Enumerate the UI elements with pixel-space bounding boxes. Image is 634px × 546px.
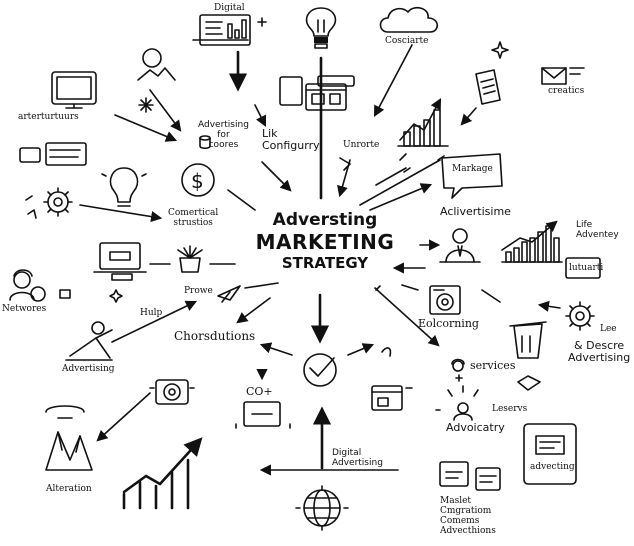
network-nodes-icon: [9, 269, 71, 302]
center-title-line2: MARKETING: [255, 230, 395, 254]
connector-window: [347, 343, 375, 356]
sparkle-icon: [109, 289, 123, 303]
growth-chart-icon: [397, 98, 449, 147]
label-advoicatry: Advoicatry: [446, 421, 505, 434]
connector-sparks: [375, 167, 407, 186]
tablet-icon: [523, 423, 577, 485]
label-unrorte: Unrorte: [343, 140, 380, 150]
growth-chart-icon: [501, 220, 563, 263]
co-box-icon: [235, 369, 291, 429]
lightbulb-icon: [305, 7, 337, 49]
label-services: services: [470, 359, 516, 372]
label-digital-advertising: Digital Advertising: [332, 448, 383, 468]
small-window-icon: [371, 347, 413, 411]
label-lik-configurry: Lik Configurry: [262, 127, 320, 152]
label-prowe: Prowe: [184, 286, 213, 296]
person-presenter-icon: [439, 228, 481, 263]
label-chorsdutions: Chorsdutions: [174, 329, 256, 343]
monitor-icon: [51, 71, 97, 109]
lightbulb-icon: [101, 167, 147, 207]
envelope-icon: [541, 67, 585, 85]
connector-chorsdutions: [236, 297, 271, 324]
label-advecting: advecting: [530, 462, 575, 472]
connector-marketing: [369, 183, 433, 211]
label-ecolorning: Eolcorning: [418, 317, 479, 330]
connector-adv-cores: [254, 104, 267, 128]
connector-co: [259, 342, 293, 356]
sparkle-icon: [339, 153, 411, 173]
label-describe-advertising: & Descre Advertising: [568, 339, 631, 364]
sparkle-icon: [375, 285, 441, 411]
note-card-icon: [565, 257, 601, 279]
coin-stack-icon: [199, 135, 211, 150]
label-leserrs: Leservs: [492, 404, 528, 414]
trend-arrow-icon: [122, 437, 203, 510]
label-co-plus: CO+: [246, 385, 273, 398]
connector-clipboard: [460, 107, 477, 126]
plant-icon: [137, 48, 176, 81]
code-doc-icon: [439, 461, 501, 491]
trash-bin-icon: [509, 321, 547, 359]
label-activertisime: Aclivertisime: [440, 205, 511, 218]
sparkle-icon: [491, 41, 509, 59]
cloud-icon: [379, 6, 439, 33]
label-advertising-left: Advertising: [62, 364, 115, 374]
connector-plant: [149, 89, 182, 132]
presenter-icon: [65, 321, 113, 361]
eye-icon: [149, 379, 195, 405]
washing-machine-icon: [429, 285, 461, 315]
label-hulp: Hulp: [140, 308, 163, 318]
connector-gear-right: [537, 300, 561, 312]
label-alteration: Alteration: [46, 484, 92, 494]
envelope-icon: [517, 375, 541, 391]
center-title-line3: STRATEGY: [281, 254, 369, 272]
label-digital-top: Digital: [214, 3, 245, 13]
label-lutuarti: lutuarti: [569, 263, 604, 273]
connector-arterturtuurs: [114, 114, 178, 142]
label-networes: Networes: [2, 304, 47, 314]
coin-icon: $: [181, 163, 215, 197]
label-creatics: creatics: [548, 86, 585, 96]
connector-lik: [261, 161, 292, 192]
connector-gear: [79, 204, 163, 223]
connector-chart: [359, 159, 441, 206]
connector-services: [374, 287, 440, 347]
connector-lines: [79, 44, 561, 476]
chat-icon: [19, 142, 87, 166]
browser-windows-icon: [279, 75, 355, 111]
gear-icon: [25, 187, 73, 219]
label-life-adventey: Life Adventey: [576, 220, 619, 240]
chat-bubble-icon: [437, 153, 503, 199]
label-cloud: Cosciarte: [385, 36, 429, 46]
sparkle-icon: [138, 97, 154, 113]
connector-cloud: [373, 44, 413, 117]
laptop-icon: [93, 242, 147, 281]
label-arterturtuurs: arterturtuurs: [18, 112, 79, 122]
connector-coin: [227, 189, 256, 211]
label-maslet: Maslet Cmgratiom Comems Advecthions: [440, 496, 496, 536]
connector-prowe: [244, 282, 279, 289]
support-agent-icon: [447, 358, 479, 421]
center-title: Adversting MARKETING STRATEGY: [240, 210, 410, 272]
connector-mountain: [96, 392, 151, 442]
connector-hulp: [111, 300, 198, 343]
document-icon: [192, 14, 267, 46]
label-marketing-bubble: Markage: [452, 164, 493, 174]
plant-pot-icon: [177, 245, 203, 273]
clipboard-icon: [475, 69, 501, 105]
center-title-line1: Adversting: [272, 210, 378, 230]
svg-text:$: $: [191, 169, 204, 193]
connector-bin: [481, 289, 501, 303]
checkmark-circle-icon: [303, 353, 337, 387]
globe-icon: [295, 485, 349, 531]
label-lee: Lee: [600, 324, 617, 334]
gear-icon: [565, 301, 595, 331]
connector-small: [401, 284, 419, 291]
mountain-icon: [45, 405, 93, 471]
label-comertical: Comertical strustios: [168, 208, 219, 228]
label-advertising-for-cores: Advertising for coores: [198, 120, 249, 150]
cursor-icon: [217, 285, 241, 303]
